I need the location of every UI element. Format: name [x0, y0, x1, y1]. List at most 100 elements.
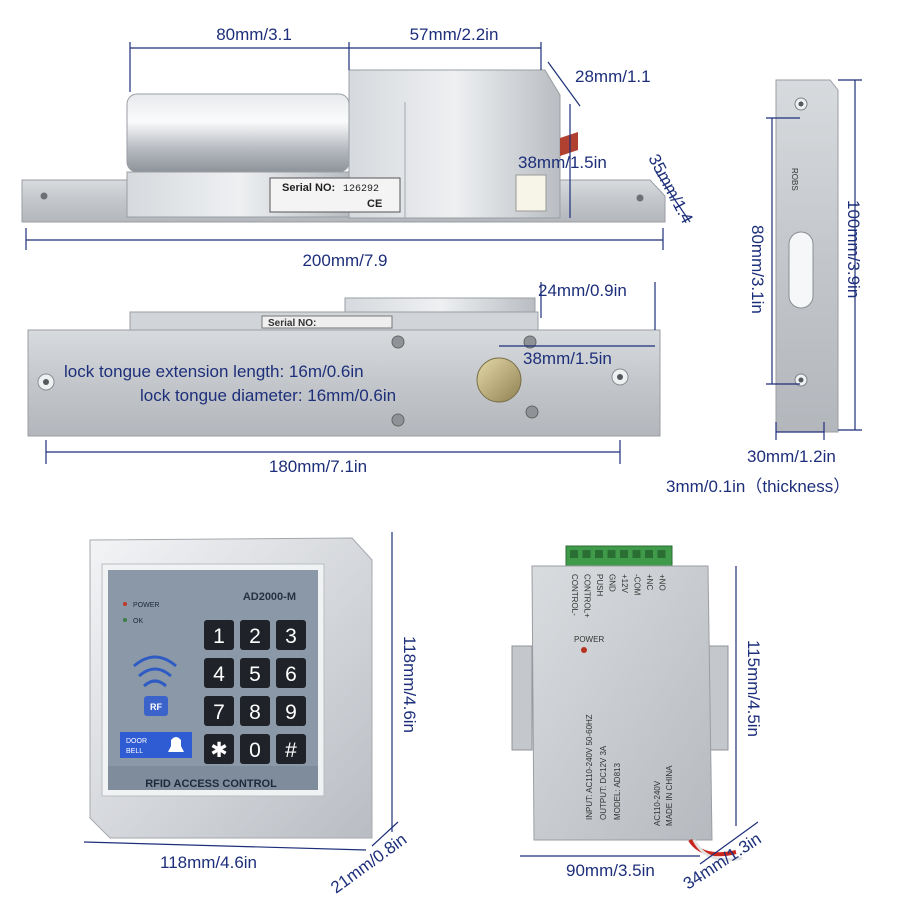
serial-label: Serial NO: [282, 182, 335, 194]
terminal-label: +NO [658, 574, 667, 591]
terminal-screw[interactable] [570, 550, 578, 558]
keypad-key[interactable] [240, 620, 270, 650]
terminal-label: CONTROL+ [583, 574, 592, 618]
terminal-block [565, 545, 673, 569]
keypad-key[interactable] [276, 658, 306, 688]
ps-origin-text: MADE IN CHINA [665, 765, 674, 826]
strike-plate-dimensions: 80mm/3.1in 100mm/3.9in 30mm/1.2in 3mm/0.… [666, 79, 863, 496]
dim-head-depth: 28mm/1.1 [575, 67, 651, 86]
keypad-key-label: 5 [249, 663, 261, 686]
dim-strike-thickness: 3mm/0.1in（thickness） [666, 477, 850, 496]
ce-mark: CE [367, 198, 382, 210]
keypad-key-label: 2 [249, 625, 261, 648]
serial-label-front: Serial NO: [268, 318, 316, 329]
keypad-footer-band [108, 766, 318, 790]
terminal-screws [570, 550, 666, 558]
keypad-key[interactable] [276, 734, 306, 764]
ps-input-text: INPUT: AC110-240V 50-60HZ [585, 714, 594, 820]
doorbell-label-1: DOOR [126, 738, 147, 745]
terminal-screw[interactable] [632, 550, 641, 558]
screw [523, 335, 537, 349]
keypad-key[interactable] [240, 696, 270, 726]
terminal-label: PUSH [595, 574, 604, 596]
terminal-label: +12V [620, 574, 629, 594]
dim-total-length: 200mm/7.9 [302, 251, 387, 270]
dim-body-length: 80mm/3.1 [216, 25, 292, 44]
keypad-key[interactable] [204, 658, 234, 688]
ps-ac-text: AC110-240V [653, 780, 662, 826]
dim-head-height: 38mm/1.5in [518, 153, 607, 172]
keypad-key-label: 4 [213, 663, 225, 686]
keypad-key-label: 7 [213, 701, 225, 724]
terminal-screw[interactable] [645, 550, 653, 558]
keypad-key-label: 1 [213, 625, 225, 648]
dim-strike-width: 30mm/1.2in [747, 447, 836, 466]
keypad-key[interactable] [204, 620, 234, 650]
dim-strike-hole-spacing: 80mm/3.1in [748, 225, 767, 314]
dim-head-length: 57mm/2.2in [410, 25, 499, 44]
terminal-screw[interactable] [607, 550, 616, 558]
dim-keypad-depth: 21mm/0.8in [327, 830, 410, 898]
tongue-extension-label: lock tongue extension length: 16m/0.6in [64, 362, 364, 381]
power-led-label: POWER [133, 602, 159, 609]
keypad-key-label: 0 [249, 739, 261, 762]
dim-ps-height: 115mm/4.5in [744, 640, 763, 737]
keypad-key-label: 9 [285, 701, 297, 724]
screw [525, 405, 539, 419]
bolt-lock-front-view: Serial NO: [27, 297, 661, 437]
strike-plate: ROBS [775, 79, 839, 433]
plate-hole [636, 194, 644, 202]
face-plate [27, 329, 661, 437]
keypad-key[interactable] [240, 658, 270, 688]
lead-wires [560, 132, 578, 156]
terminal-screw[interactable] [582, 550, 591, 558]
power-supply-case [531, 565, 713, 841]
solenoid-cylinder [126, 93, 350, 173]
bolt-plate-dimensions: 24mm/0.9in 38mm/1.5in lock tongue extens… [45, 281, 656, 476]
strike-slot [788, 231, 814, 309]
power-supply-led [581, 647, 587, 653]
terminal-label: -COM [633, 574, 642, 596]
dim-ps-width: 90mm/3.5in [566, 861, 655, 880]
ps-model-text: MODEL: AD813 [613, 763, 622, 820]
screw [391, 413, 405, 427]
terminal-label: CONTROL- [570, 574, 579, 616]
ps-output-text: OUTPUT: DC12V 3A [599, 745, 608, 820]
plate-hole [40, 192, 48, 200]
strike-brand-text: ROBS [790, 168, 799, 191]
keypad-key-label: 6 [285, 663, 297, 686]
terminal-label: GND [608, 574, 617, 592]
rf-wave [133, 655, 177, 668]
keypad-key[interactable] [276, 696, 306, 726]
power-led [123, 602, 127, 606]
tongue-diameter-label: lock tongue diameter: 16mm/0.6in [140, 386, 396, 405]
keypad-model: AD2000-M [243, 591, 296, 603]
keypad-key[interactable] [204, 734, 234, 764]
power-supply-led-label: POWER [574, 635, 604, 644]
serial-value: 126292 [343, 184, 379, 195]
bell-icon [168, 737, 184, 752]
keypad-key[interactable] [240, 734, 270, 764]
keypad-key[interactable] [204, 696, 234, 726]
lock-tongue [476, 357, 522, 403]
ok-led-label: OK [133, 618, 143, 625]
rf-label: RF [150, 702, 162, 712]
keypad-key-label: # [285, 739, 297, 762]
mount-ear-right [707, 645, 729, 751]
terminal-screw[interactable] [620, 550, 628, 558]
terminal-screw[interactable] [657, 550, 666, 558]
dim-tongue-offset: 24mm/0.9in [538, 281, 627, 300]
terminal-screw[interactable] [595, 550, 603, 558]
keypad-key-label: 8 [249, 701, 261, 724]
dim-tongue-spacing: 38mm/1.5in [523, 349, 612, 368]
dim-hole-spacing: 180mm/7.1in [269, 457, 367, 476]
keypad-key[interactable] [276, 620, 306, 650]
keypad-footer-text: RFID ACCESS CONTROL [145, 778, 277, 790]
warning-sticker [515, 174, 547, 212]
